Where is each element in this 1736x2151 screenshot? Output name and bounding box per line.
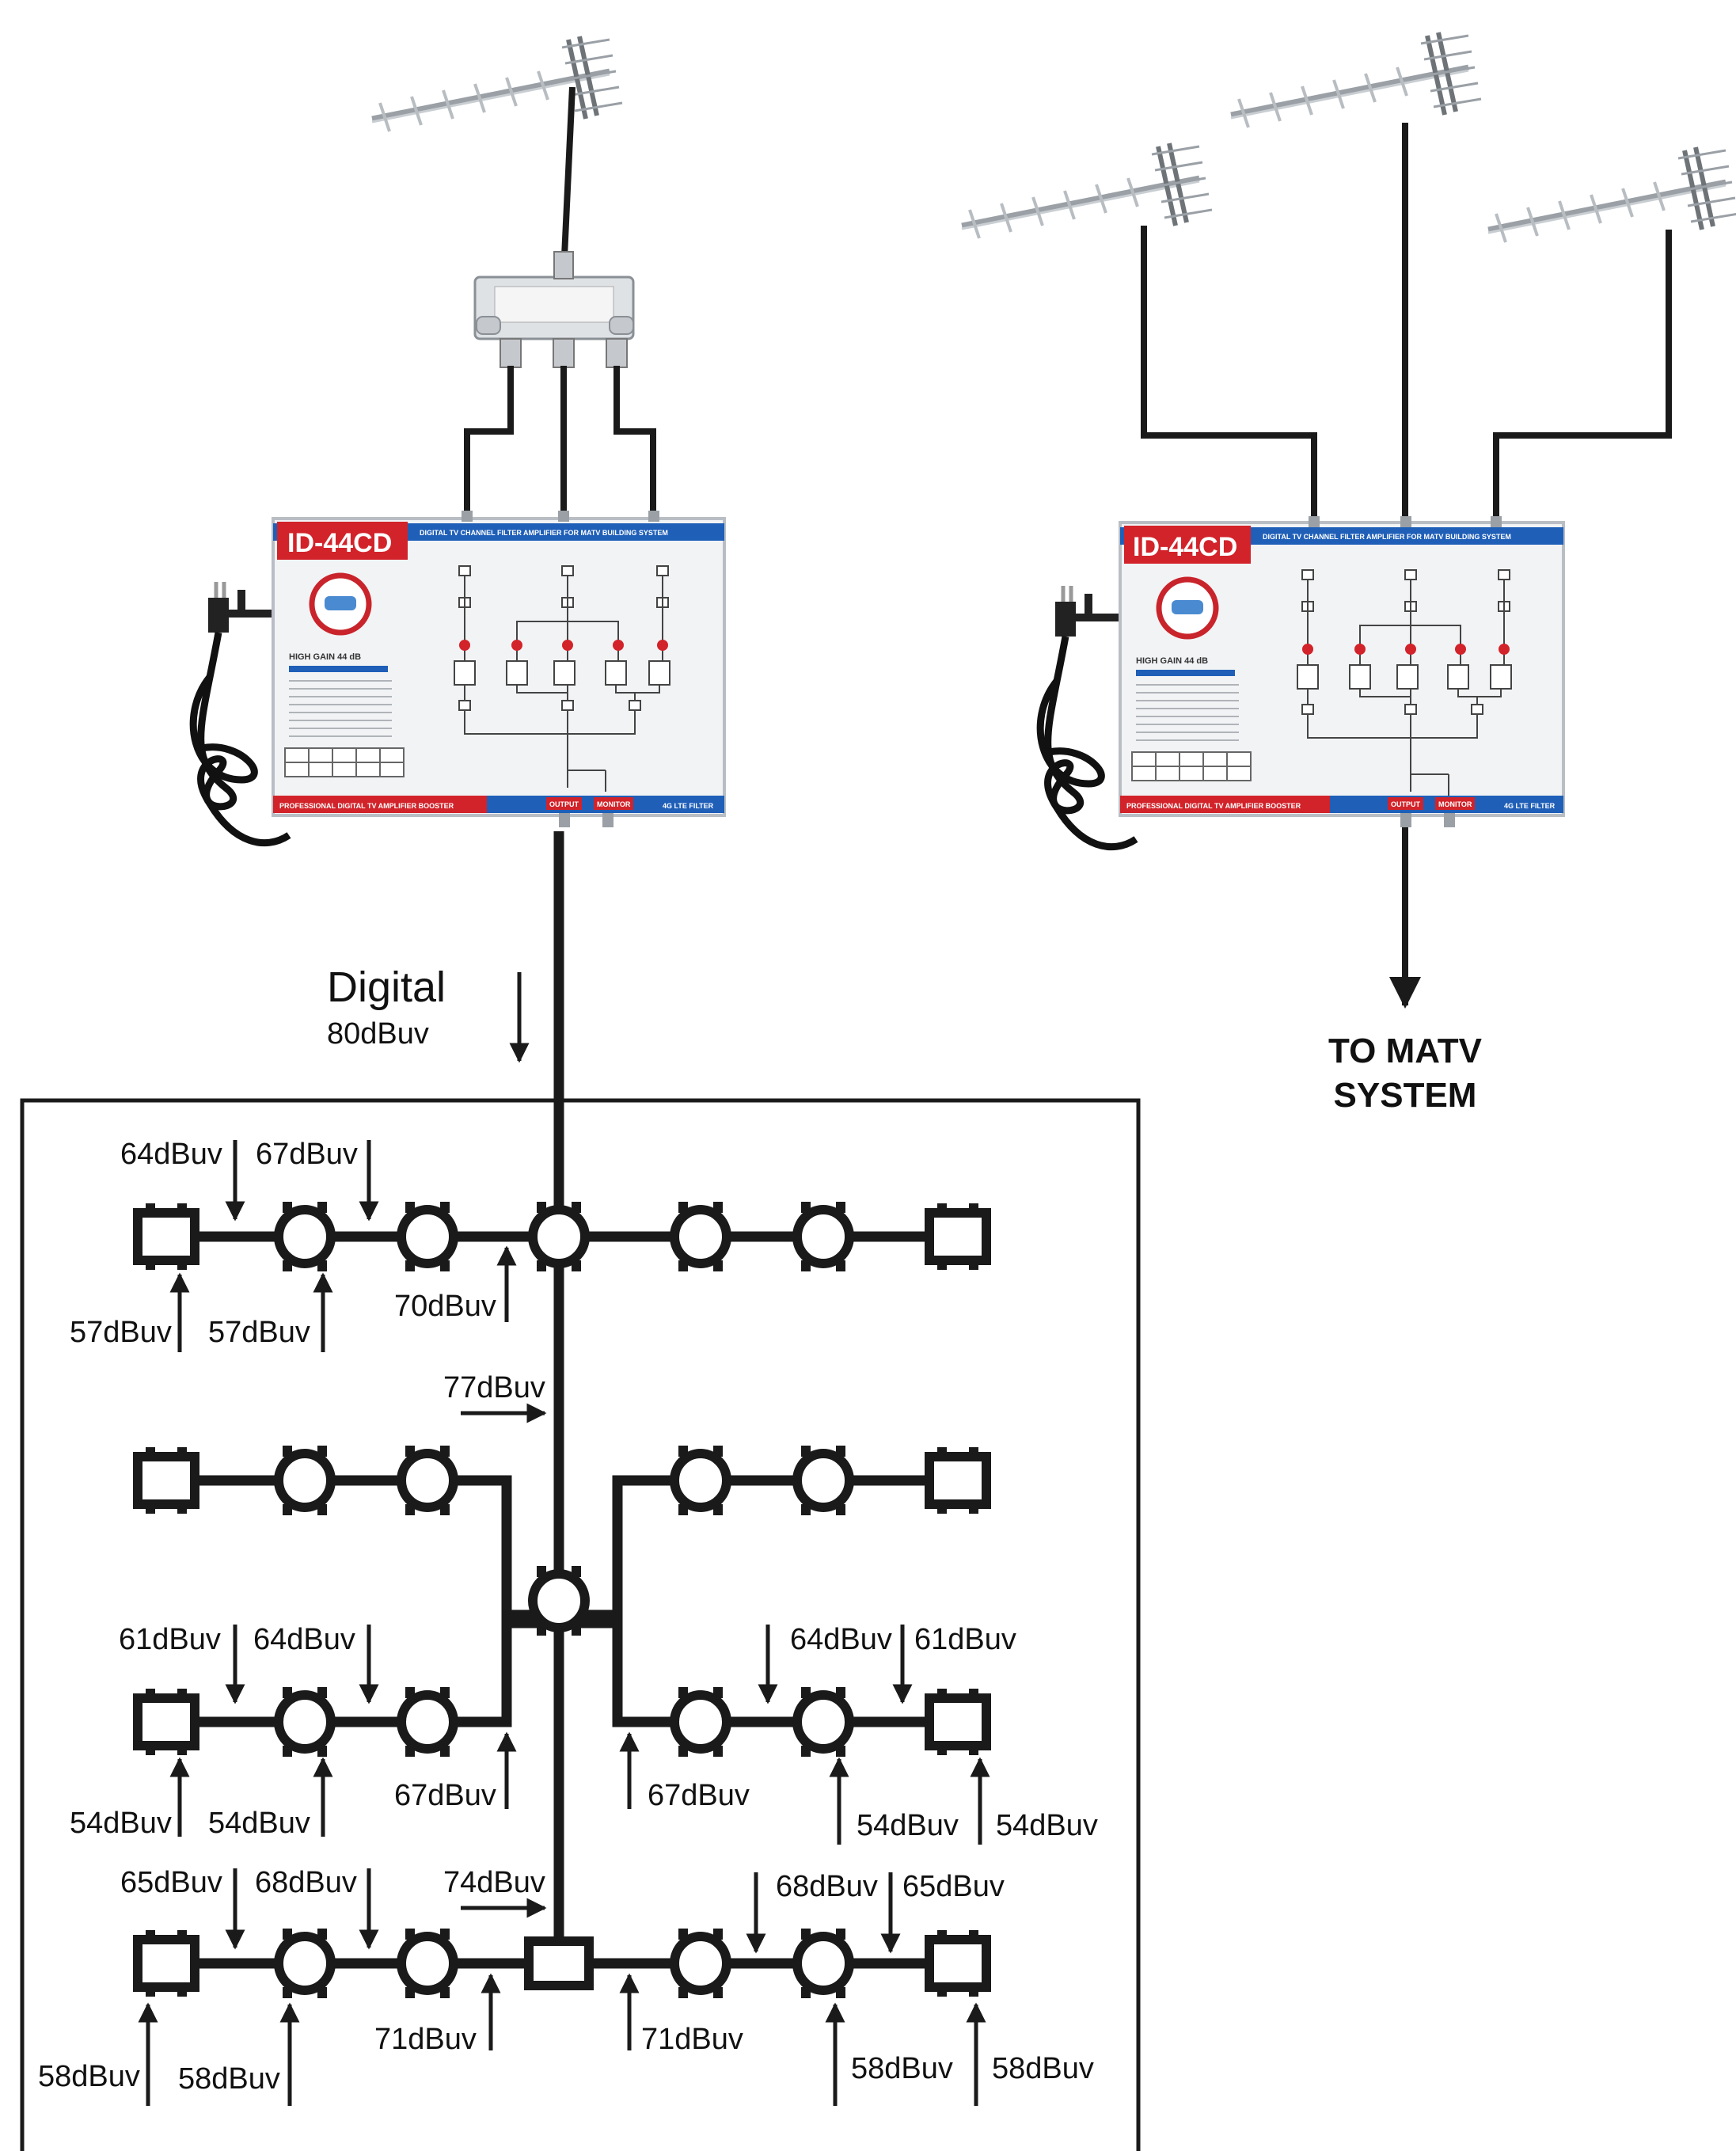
level-label: 65dBuv (902, 1870, 1005, 1903)
tap (674, 1446, 727, 1515)
filter-label: 4G LTE FILTER (663, 802, 714, 810)
gain-label: HIGH GAIN 44 dB (1136, 656, 1208, 666)
amplifier-left: ID-44CD DIGITAL TV CHANNEL FILTER AMPLIF… (189, 511, 726, 847)
level-label: 77dBuv (443, 1371, 545, 1404)
amplifier-model-label: ID-44CD (1133, 532, 1237, 562)
tap (674, 1202, 727, 1271)
amplifier-header-text: DIGITAL TV CHANNEL FILTER AMPLIFIER FOR … (1263, 533, 1511, 541)
to-matv-line2: SYSTEM (1334, 1076, 1477, 1115)
port-monitor-label: MONITOR (1438, 800, 1472, 808)
amplifier-model-label: ID-44CD (287, 528, 392, 558)
level-label: 58dBuv (851, 2052, 953, 2085)
level-label: 61dBuv (119, 1623, 221, 1656)
tap (674, 1929, 727, 1998)
antenna-right-1 (962, 143, 1212, 238)
tap (797, 1202, 849, 1271)
level-label: 57dBuv (70, 1316, 172, 1349)
splitter-junction (533, 1566, 585, 1636)
level-label: 67dBuv (648, 1779, 750, 1812)
level-label: 71dBuv (641, 2023, 743, 2056)
splitter (473, 251, 635, 368)
level-label: 68dBuv (255, 1866, 357, 1899)
tap (797, 1929, 849, 1998)
level-label: 57dBuv (208, 1316, 310, 1349)
outlet (138, 1689, 195, 1755)
tap (401, 1687, 454, 1757)
amplifier-header-text: DIGITAL TV CHANNEL FILTER AMPLIFIER FOR … (420, 529, 668, 537)
level-label: 68dBuv (776, 1870, 878, 1903)
port-output-label: OUTPUT (1391, 800, 1421, 808)
outlet (929, 1203, 986, 1270)
tap (401, 1202, 454, 1271)
tap (401, 1929, 454, 1998)
level-label: 74dBuv (443, 1866, 545, 1899)
tap (279, 1687, 331, 1757)
port-output-label: OUTPUT (549, 800, 579, 808)
input-signal-title: Digital (327, 963, 446, 1011)
level-label: 58dBuv (992, 2052, 1094, 2085)
level-label: 64dBuv (790, 1623, 892, 1656)
filter-label: 4G LTE FILTER (1504, 802, 1556, 810)
tap (797, 1687, 849, 1757)
tap (279, 1202, 331, 1271)
level-label: 58dBuv (178, 2062, 280, 2096)
level-label: 67dBuv (256, 1138, 358, 1171)
level-label: 54dBuv (996, 1809, 1098, 1842)
level-label: 71dBuv (374, 2023, 477, 2056)
amplifier-right: ID-44CD DIGITAL TV CHANNEL FILTER AMPLIF… (1036, 516, 1565, 851)
level-label: 58dBuv (38, 2060, 140, 2093)
amplifier-footer: PROFESSIONAL DIGITAL TV AMPLIFIER BOOSTE… (279, 802, 454, 810)
outlet (138, 1930, 195, 1997)
tap (279, 1929, 331, 1998)
level-label: 54dBuv (70, 1807, 172, 1840)
level-label: 70dBuv (394, 1290, 496, 1323)
level-label: 54dBuv (208, 1807, 310, 1840)
level-label: 65dBuv (120, 1866, 222, 1899)
tap (279, 1446, 331, 1515)
to-matv-line1: TO MATV (1328, 1032, 1483, 1070)
port-monitor-label: MONITOR (597, 800, 631, 808)
antenna-right-3 (1488, 147, 1736, 242)
gain-label: HIGH GAIN 44 dB (289, 652, 361, 662)
splitter-junction (533, 1202, 585, 1271)
input-signal-level: 80dBuv (327, 1017, 429, 1051)
tap (797, 1446, 849, 1515)
antenna-left (372, 36, 622, 131)
antenna-right-2 (1231, 32, 1481, 127)
level-label: 61dBuv (914, 1623, 1016, 1656)
outlet (138, 1203, 195, 1270)
signal-arrows (138, 1140, 990, 2106)
splitter-box (524, 1936, 594, 1990)
outlet (929, 1930, 986, 1997)
outlet (929, 1689, 986, 1755)
outlet (138, 1447, 195, 1514)
level-label: 64dBuv (120, 1138, 222, 1171)
level-label: 64dBuv (253, 1623, 355, 1656)
level-labels: 64dBuv 67dBuv 57dBuv 57dBuv 70dBuv 77dBu… (38, 1138, 1098, 2096)
amplifier-footer: PROFESSIONAL DIGITAL TV AMPLIFIER BOOSTE… (1126, 802, 1301, 810)
tap (401, 1446, 454, 1515)
tap (674, 1687, 727, 1757)
building-outline (20, 1098, 1141, 2151)
level-label: 67dBuv (394, 1779, 496, 1812)
level-label: 54dBuv (857, 1809, 959, 1842)
outlet (929, 1447, 986, 1514)
